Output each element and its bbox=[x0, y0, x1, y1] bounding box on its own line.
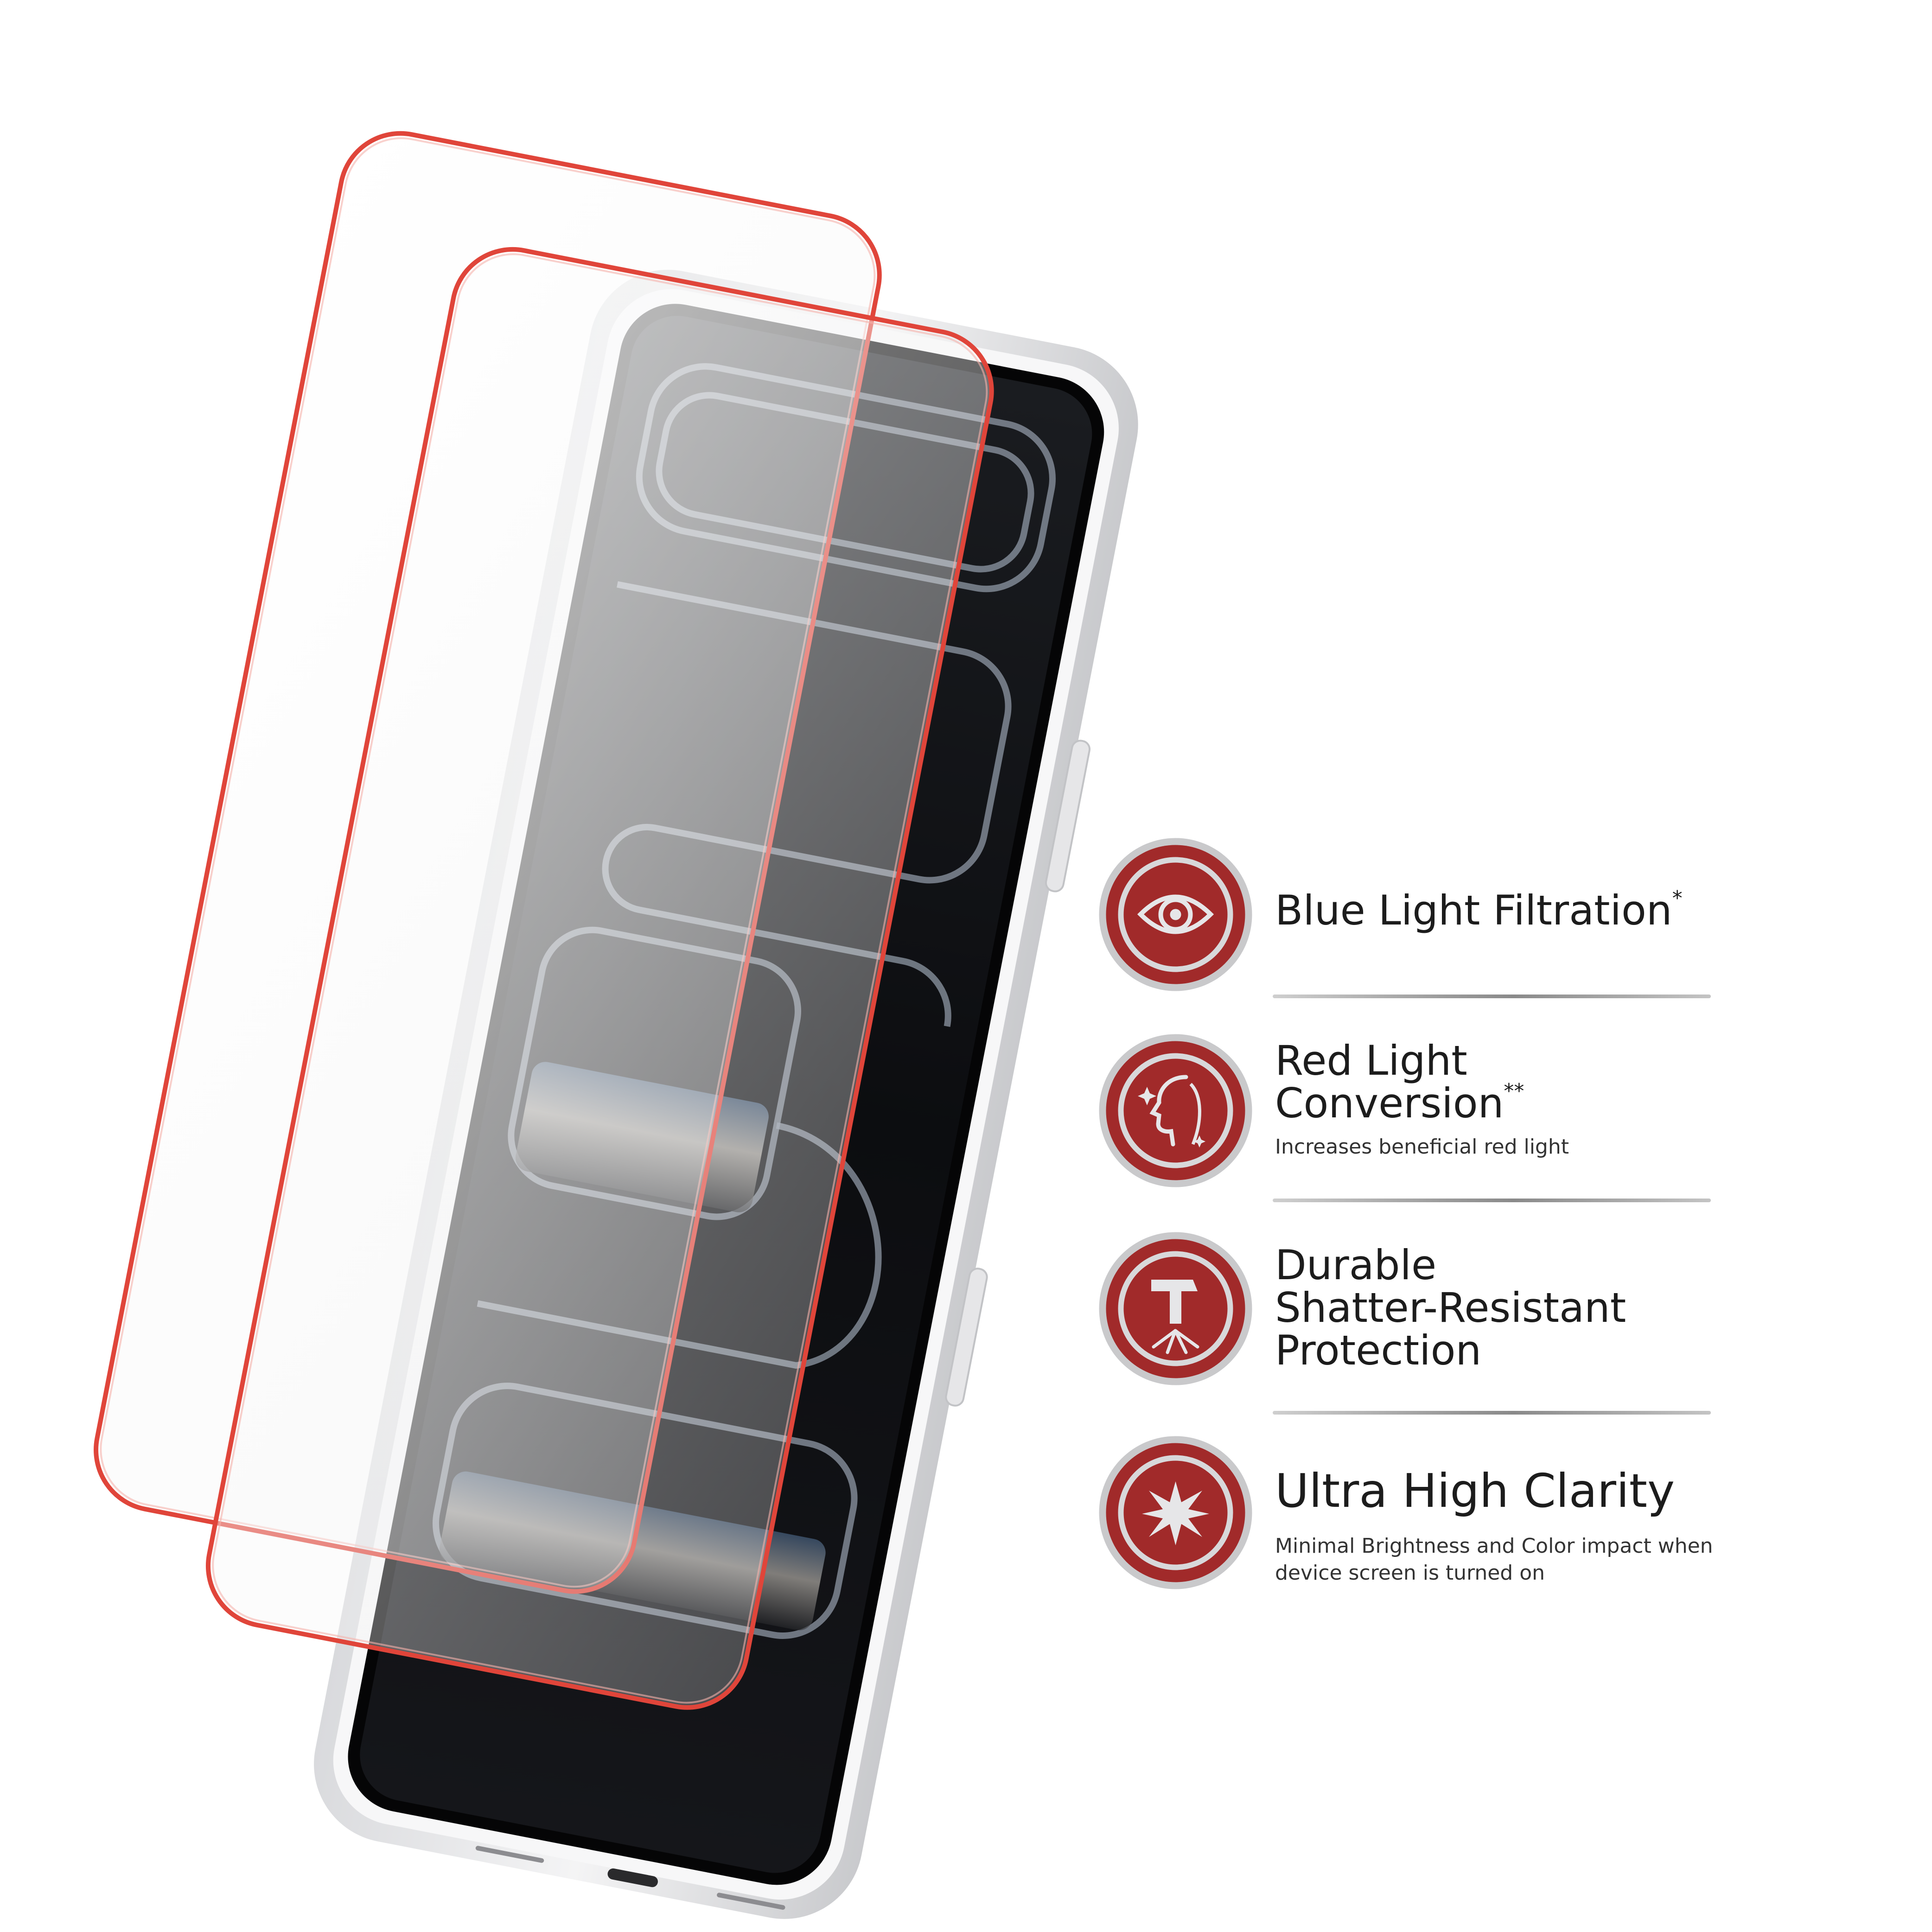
divider bbox=[1273, 1199, 1711, 1202]
feature-title-durable: Durable Shatter-Resistant Protection bbox=[1275, 1241, 1626, 1374]
feature-subtitle-clarity: Minimal Brightness and Color impact when… bbox=[1275, 1534, 1713, 1585]
feature-title-red-light: Red Light Conversion** bbox=[1275, 1037, 1524, 1127]
hammer-shatter-icon bbox=[1098, 1231, 1253, 1386]
divider bbox=[1273, 995, 1711, 998]
feature-subtitle-red-light: Increases beneficial red light bbox=[1275, 1135, 1569, 1159]
face-glow-icon bbox=[1098, 1033, 1253, 1188]
feature-title-clarity: Ultra High Clarity bbox=[1275, 1464, 1675, 1518]
eye-icon bbox=[1098, 837, 1253, 992]
sparkle-icon bbox=[1098, 1435, 1253, 1590]
divider bbox=[1273, 1411, 1711, 1415]
screen-protector-front bbox=[205, 247, 994, 1710]
feature-title-blue-light: Blue Light Filtration* bbox=[1275, 886, 1683, 934]
